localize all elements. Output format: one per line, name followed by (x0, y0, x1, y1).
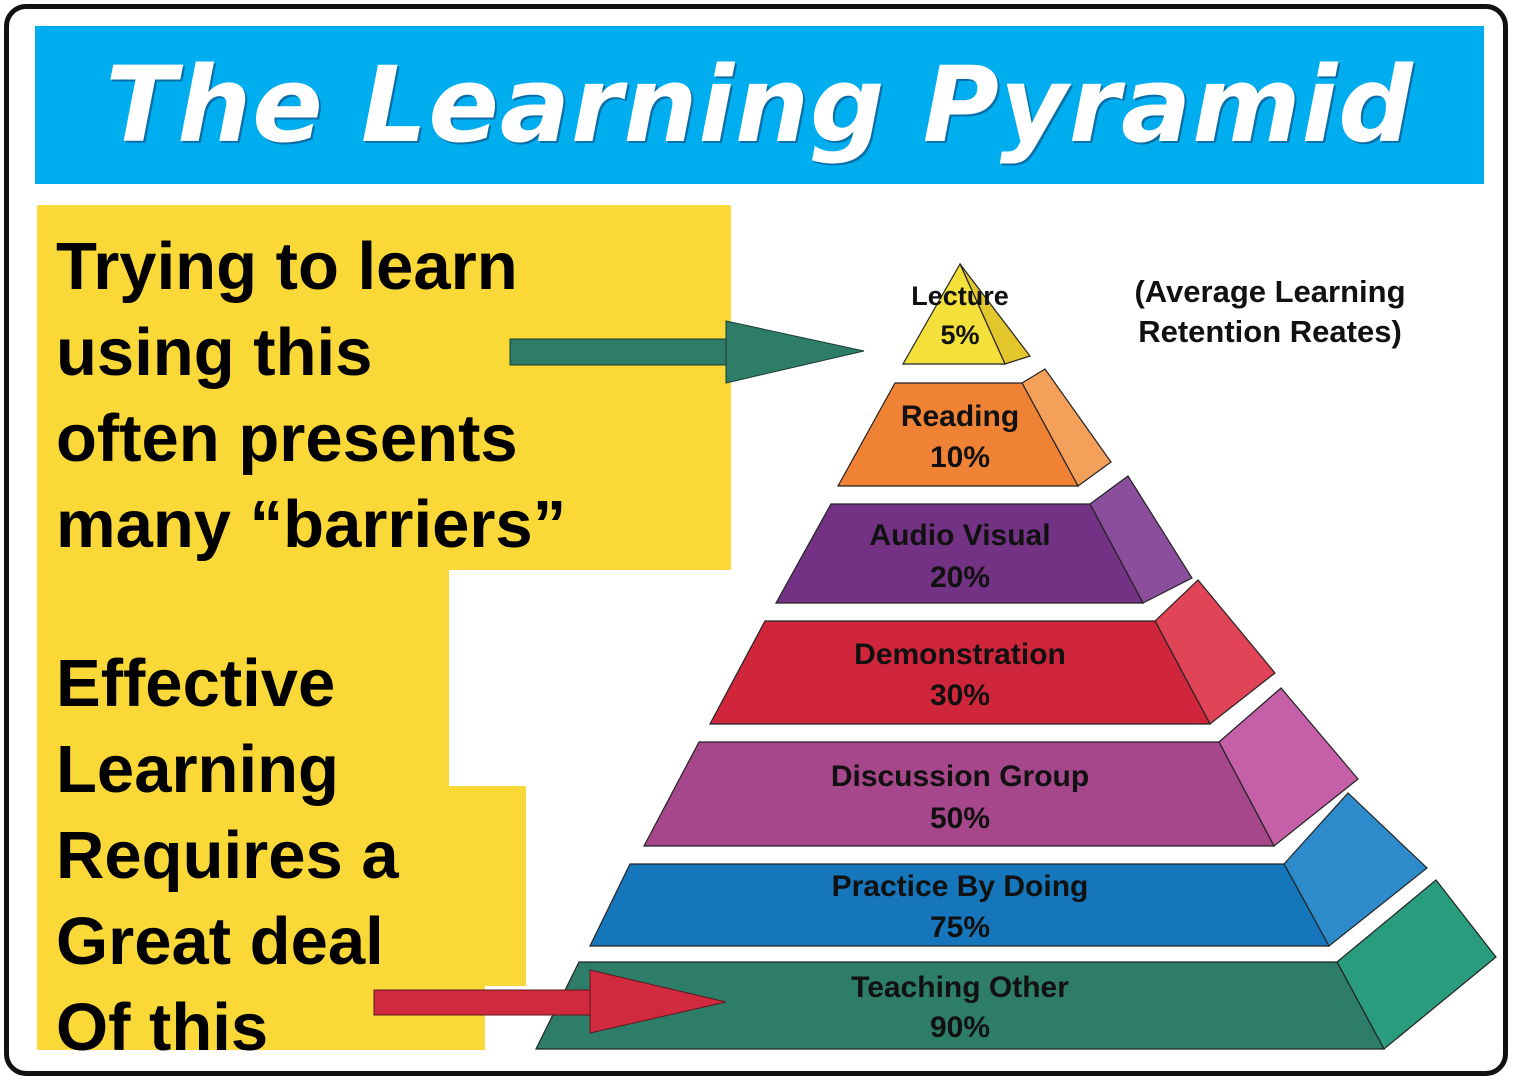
level-value: 50% (930, 802, 990, 835)
level-value: 5% (940, 320, 979, 350)
pyramid-level: Discussion Group 50% (643, 687, 1359, 847)
level-value: 75% (930, 911, 990, 944)
level-label: Demonstration (854, 638, 1066, 671)
level-front-face (643, 741, 1275, 847)
arrow-to-teaching (373, 969, 727, 1034)
highlight-top (37, 205, 731, 570)
page-title: The Learning Pyramid (105, 44, 1414, 166)
pyramid-level: Teaching Other 90% (535, 879, 1497, 1050)
level-label: Teaching Other (851, 971, 1069, 1004)
level-value: 30% (930, 679, 990, 712)
level-front-face (589, 863, 1331, 947)
effective-line: Learning (56, 732, 339, 807)
pyramid-level: Audio Visual 20% (774, 475, 1193, 604)
level-value: 10% (930, 441, 990, 474)
level-label: Reading (901, 400, 1019, 433)
level-front-face (708, 620, 1212, 725)
level-label: Audio Visual (869, 519, 1050, 552)
level-front-face (535, 961, 1386, 1050)
title-banner: The Learning Pyramid (35, 26, 1484, 184)
highlight-lower (37, 786, 526, 986)
effective-line: Requires a (56, 818, 399, 893)
highlight-middle (37, 560, 449, 790)
barriers-line: many “barriers” (56, 487, 567, 562)
level-front-face (836, 382, 1080, 487)
barriers-line: Trying to learn (56, 229, 518, 304)
effective-line: Effective (56, 646, 336, 721)
pyramid-level: Demonstration 30% (708, 579, 1276, 725)
retention-note: (Average Learning Retention Reates) (1090, 272, 1450, 352)
barriers-text: Trying to learn using this often present… (56, 224, 566, 568)
barriers-line: using this (56, 315, 373, 390)
level-front-face (901, 262, 1006, 365)
pyramid-level: Reading 10% (836, 368, 1112, 487)
level-value: 90% (930, 1011, 990, 1044)
note-line: (Average Learning (1134, 274, 1406, 309)
pyramid-level: Practice By Doing 75% (589, 792, 1428, 947)
level-value: 20% (930, 561, 990, 594)
barriers-line: often presents (56, 401, 518, 476)
level-label: Lecture (911, 281, 1009, 311)
pyramid-level: Lecture 5% (901, 262, 1031, 365)
level-front-face (774, 503, 1145, 604)
arrow-to-lecture (509, 320, 865, 384)
level-label: Practice By Doing (832, 870, 1089, 903)
note-line: Retention Reates) (1138, 314, 1402, 349)
effective-learning-text: Effective Learning Requires a Great deal… (56, 641, 399, 1071)
effective-line: Great deal (56, 904, 384, 979)
effective-line: Of this (56, 990, 269, 1065)
level-label: Discussion Group (831, 760, 1089, 793)
